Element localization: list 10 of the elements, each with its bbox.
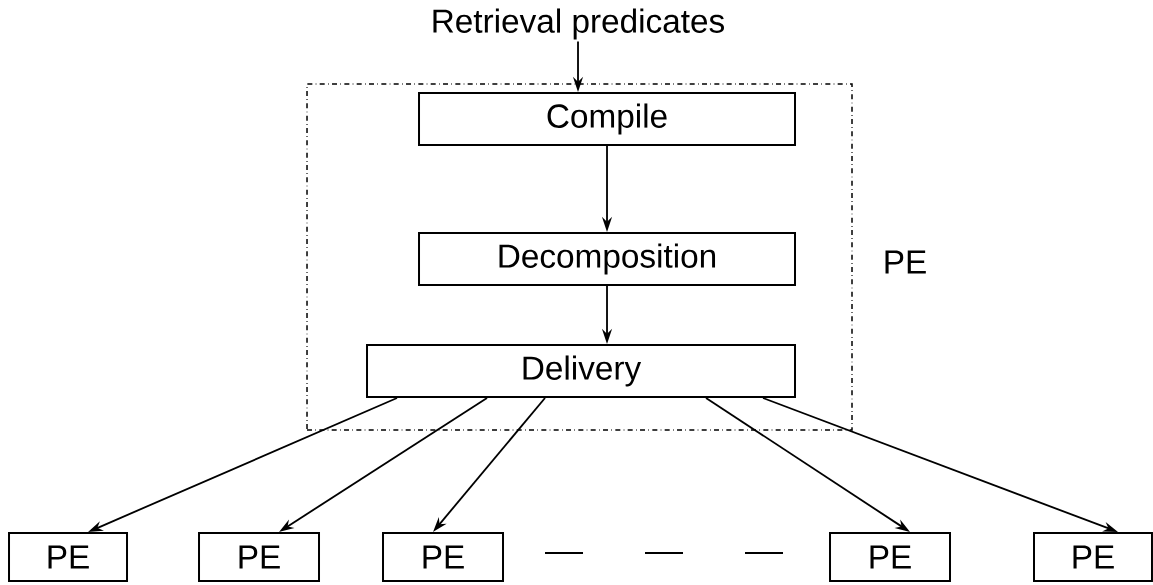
process-box: Delivery [366, 344, 796, 398]
process-box: Compile [418, 92, 796, 146]
process-box: PE [1033, 532, 1153, 582]
input-label: Retrieval predicates [433, 8, 724, 40]
process-box: Decomposition [418, 232, 796, 286]
frame-label: PE [885, 250, 926, 274]
process-box: PE [8, 532, 128, 582]
process-box: PE [829, 532, 951, 582]
process-box: PE [198, 532, 320, 582]
process-box: PE [382, 532, 504, 582]
